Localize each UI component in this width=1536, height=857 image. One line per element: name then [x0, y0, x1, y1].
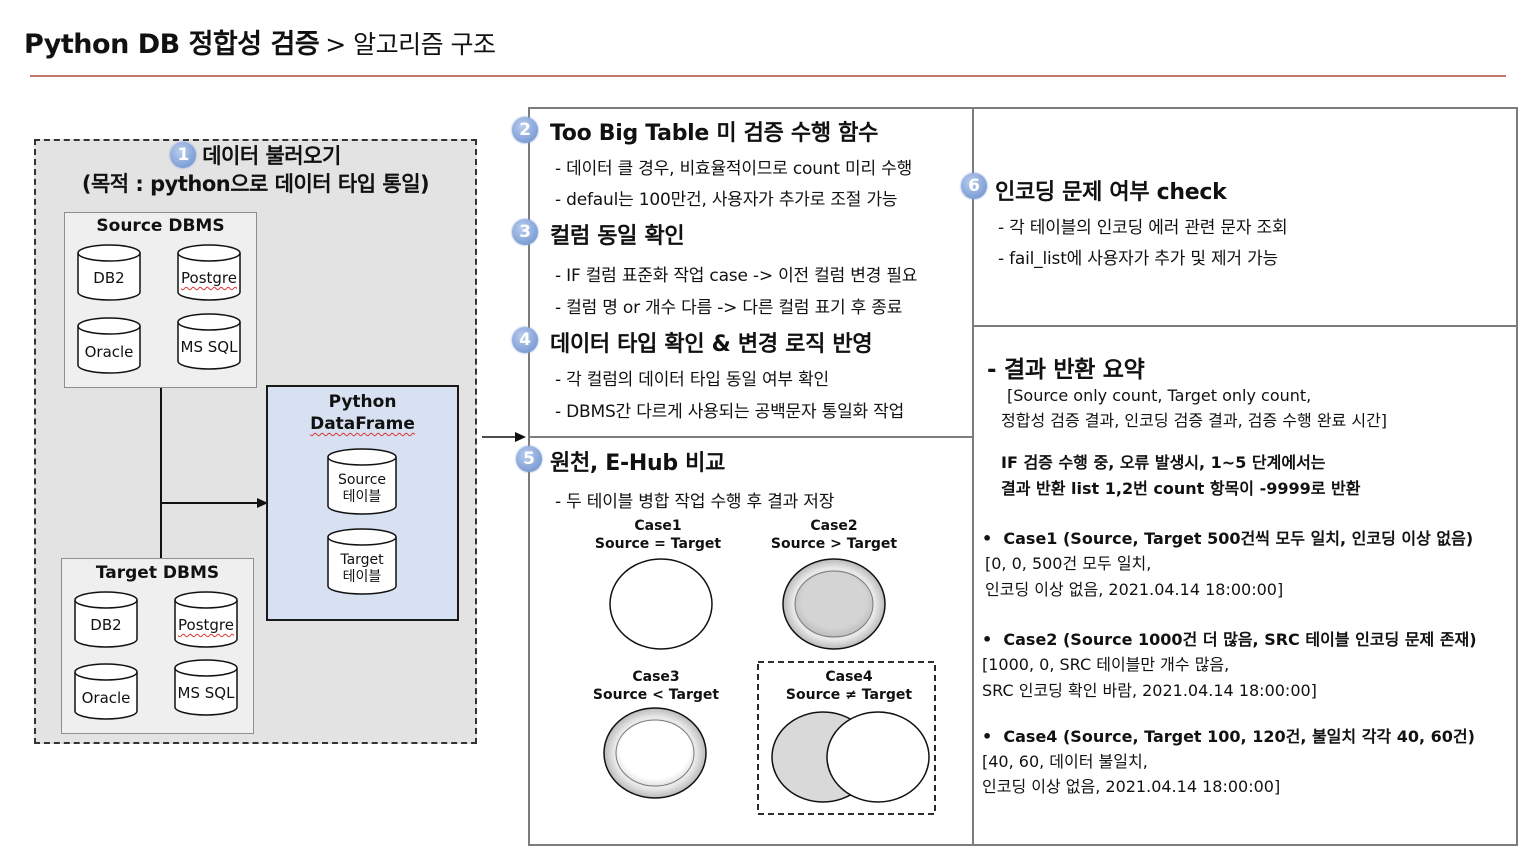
source-mssql-cylinder — [177, 313, 241, 370]
steps-2-4-panel — [528, 107, 974, 438]
summary-error-line1: IF 검증 수행 중, 오류 발생시, 1~5 단계에서는 — [1001, 453, 1326, 472]
step-6-bullet-2: - fail_list에 사용자가 추가 및 제거 가능 — [998, 249, 1278, 269]
step-5-title: 원천, E-Hub 비교 — [550, 451, 726, 476]
target-db-mssql: MS SQL — [177, 684, 235, 702]
source-postgre-cylinder — [177, 244, 241, 301]
page-title: Python DB 정합성 검증> 알고리즘 구조 — [24, 22, 496, 61]
summary-format-line2: 정합성 검증 결과, 인코딩 검증 결과, 검증 수행 완료 시간] — [1001, 411, 1388, 430]
case4-name: Case4 — [825, 669, 873, 685]
source-table-label: Source 테이블 — [322, 472, 402, 506]
python-label-line2: DataFrame — [310, 414, 415, 434]
source-db-mssql: MS SQL — [180, 338, 238, 356]
target-postgre-cylinder — [174, 591, 238, 648]
example-2-line2: SRC 인코딩 확인 바람, 2021.04.14 18:00:00] — [982, 681, 1317, 700]
target-table-label: Target 테이블 — [322, 552, 402, 586]
title-main: Python DB 정합성 검증 — [24, 29, 320, 60]
summary-format-line1: [Source only count, Target only count, — [1007, 386, 1312, 405]
step-3-badge: 3 — [512, 219, 538, 245]
example-3-line2: 인코딩 이상 없음, 2021.04.14 18:00:00] — [982, 777, 1281, 796]
step-6-panel — [972, 107, 1518, 327]
case1-relation: Source = Target — [594, 536, 722, 552]
case4-diagram — [771, 711, 930, 803]
example-1-line2: 인코딩 이상 없음, 2021.04.14 18:00:00] — [985, 580, 1284, 599]
case1-diagram — [609, 558, 713, 650]
case4-label: Case4 Source ≠ Target — [769, 668, 929, 704]
python-dataframe-label: Python DataFrame — [266, 391, 459, 435]
source-dbms-label: Source DBMS — [96, 216, 225, 236]
data-load-title-line2: (목적 : python으로 데이터 타입 통일) — [81, 172, 430, 196]
step-3-bullet-1: - IF 컬럼 표준화 작업 case -> 이전 컬럼 변경 필요 — [555, 266, 918, 286]
example-2-line1: [1000, 0, SRC 테이블만 개수 많음, — [982, 655, 1230, 674]
case3-relation: Source < Target — [592, 687, 720, 703]
example-1-heading-text: Case1 (Source, Target 500건씩 모두 일치, 인코딩 이… — [1003, 529, 1474, 548]
step-6-title: 인코딩 문제 여부 check — [995, 180, 1227, 205]
case3-label: Case3 Source < Target — [576, 668, 736, 704]
python-label-line1: Python — [328, 392, 397, 412]
target-dbms-label: Target DBMS — [95, 563, 220, 583]
case3-name: Case3 — [632, 669, 680, 685]
title-subtitle: > 알고리즘 구조 — [325, 30, 496, 59]
step-4-badge: 4 — [512, 327, 538, 353]
target-table-line2: 테이블 — [342, 569, 382, 585]
example-2-heading: • Case2 (Source 1000건 더 많음, SRC 테이블 인코딩 … — [982, 630, 1477, 649]
step-2-title: Too Big Table 미 검증 수행 함수 — [550, 121, 879, 146]
step-4-title: 데이터 타입 확인 & 변경 로직 반영 — [550, 332, 873, 357]
step-6-badge: 6 — [961, 173, 987, 199]
source-db-postgre: Postgre — [181, 269, 237, 287]
source-table-line2: 테이블 — [342, 489, 382, 505]
case4-dashed-frame — [757, 661, 936, 815]
source-table-cylinder — [327, 448, 397, 515]
case4-relation: Source ≠ Target — [785, 687, 913, 703]
target-db-db2: DB2 — [90, 616, 122, 634]
target-db-oracle: Oracle — [81, 689, 131, 707]
source-db2-cylinder — [77, 244, 141, 301]
case1-name: Case1 — [634, 518, 682, 534]
target-db-postgre: Postgre — [178, 616, 234, 634]
summary-error-line2: 결과 반환 list 1,2번 count 항목이 -9999로 반환 — [1001, 479, 1361, 498]
target-table-cylinder — [327, 528, 397, 595]
case3-diagram — [603, 707, 707, 799]
step-3-title: 컬럼 동일 확인 — [550, 224, 685, 249]
data-load-title-line1: 데이터 불러오기 — [202, 144, 341, 168]
example-3-line1: [40, 60, 데이터 불일치, — [982, 752, 1148, 771]
step-4-bullet-1: - 각 컬럼의 데이터 타입 동일 여부 확인 — [555, 370, 829, 390]
case1-label: Case1 Source = Target — [578, 517, 738, 553]
source-oracle-cylinder — [77, 317, 141, 374]
target-mssql-cylinder — [174, 659, 238, 716]
case2-relation: Source > Target — [770, 536, 898, 552]
case2-name: Case2 — [810, 518, 858, 534]
example-1-line1: [0, 0, 500건 모두 일치, — [985, 554, 1152, 573]
step-6-bullet-1: - 각 테이블의 인코딩 에러 관련 문자 조회 — [998, 218, 1288, 238]
source-db-oracle: Oracle — [84, 343, 134, 361]
target-oracle-cylinder — [74, 663, 138, 720]
target-db2-cylinder — [74, 591, 138, 648]
summary-panel — [972, 325, 1518, 846]
example-3-heading: • Case4 (Source, Target 100, 120건, 불일치 각… — [982, 727, 1475, 746]
step-5-badge: 5 — [516, 446, 542, 472]
step-3-bullet-2: - 컬럼 명 or 개수 다름 -> 다른 컬럼 표기 후 종료 — [555, 298, 903, 318]
step-2-badge: 2 — [512, 117, 538, 143]
step-5-bullet-1: - 두 테이블 병합 작업 수행 후 결과 저장 — [555, 492, 835, 512]
case2-label: Case2 Source > Target — [754, 517, 914, 553]
example-2-heading-text: Case2 (Source 1000건 더 많음, SRC 테이블 인코딩 문제… — [1003, 630, 1477, 649]
target-table-line1: Target — [340, 552, 384, 568]
step-2-bullet-1: - 데이터 클 경우, 비효율적이므로 count 미리 수행 — [555, 159, 913, 179]
example-3-heading-text: Case4 (Source, Target 100, 120건, 불일치 각각 … — [1003, 727, 1475, 746]
source-table-line1: Source — [337, 472, 387, 488]
example-1-heading: • Case1 (Source, Target 500건씩 모두 일치, 인코딩… — [982, 529, 1474, 548]
summary-title: - 결과 반환 요약 — [987, 357, 1145, 383]
title-divider — [30, 75, 1506, 77]
step-1-badge: 1 — [170, 142, 197, 168]
step-2-bullet-2: - defaul는 100만건, 사용자가 추가로 조절 가능 — [555, 190, 898, 210]
source-db-db2: DB2 — [93, 269, 125, 287]
case2-diagram — [782, 558, 886, 650]
step-4-bullet-2: - DBMS간 다르게 사용되는 공백문자 통일화 작업 — [555, 402, 905, 422]
